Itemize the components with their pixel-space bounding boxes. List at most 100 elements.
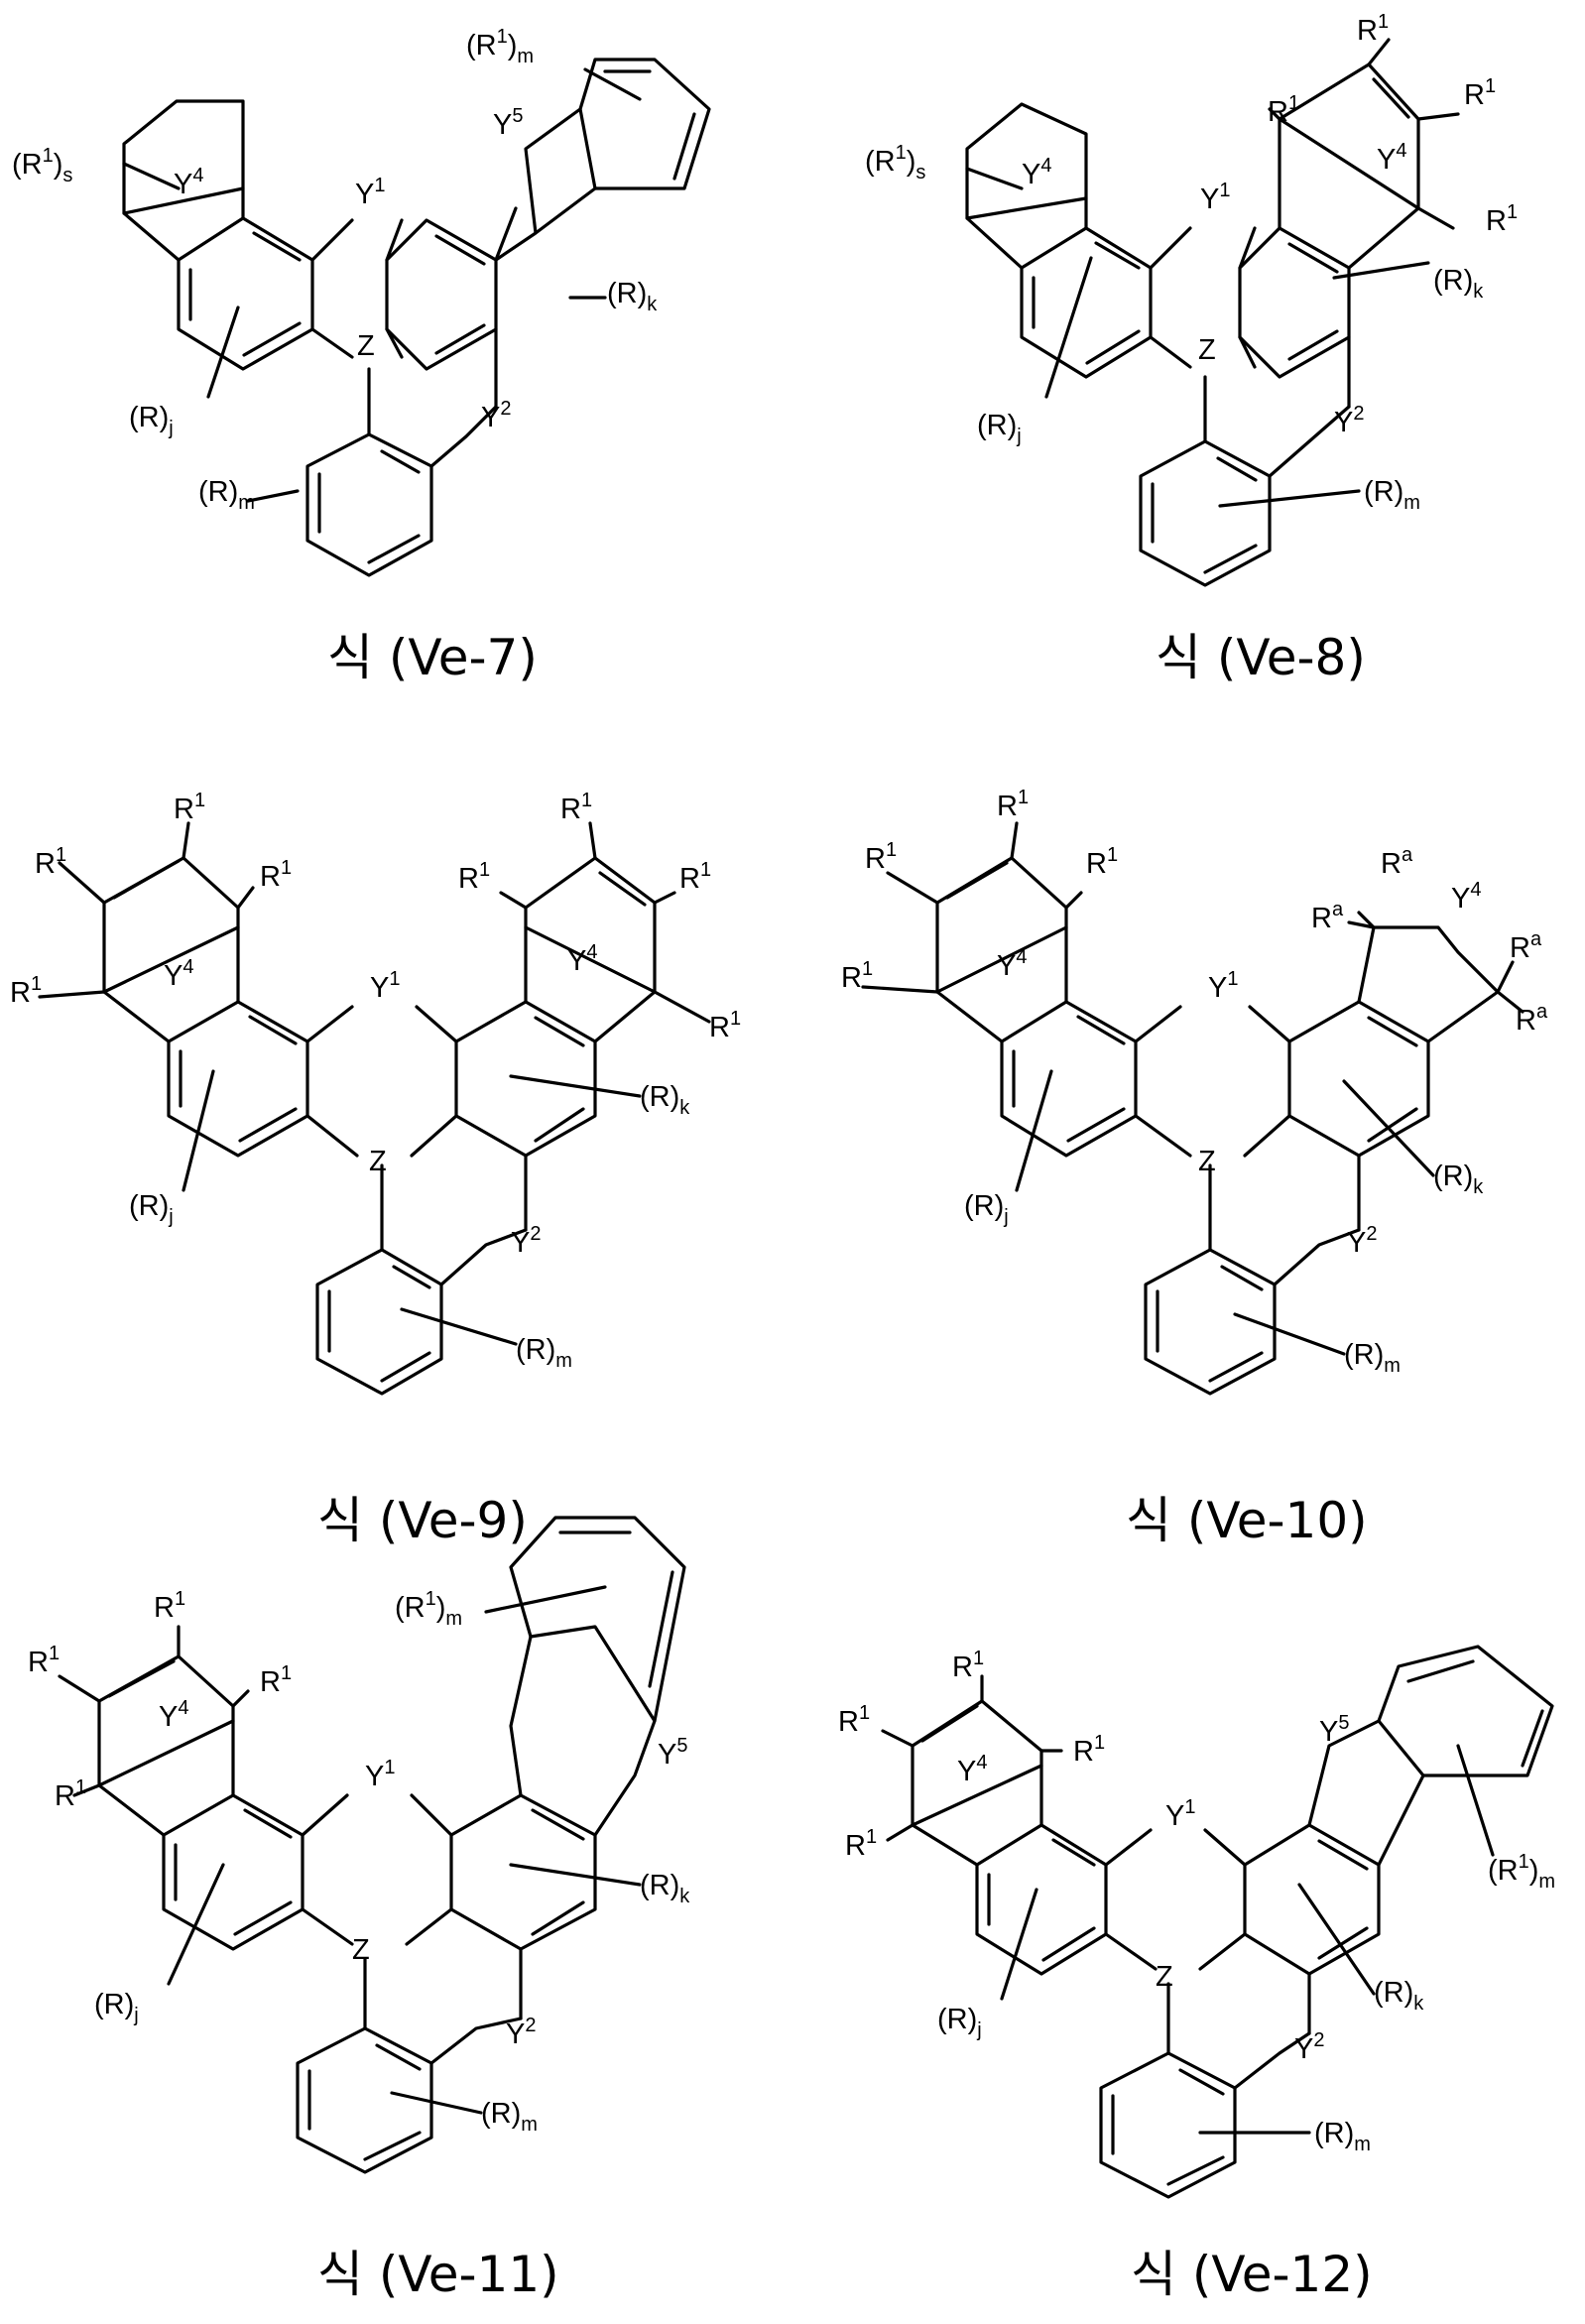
ve9-bonds xyxy=(40,823,709,1394)
ve10-z-label: Z xyxy=(1198,1146,1216,1177)
ve9-r1-e-label: R1 xyxy=(560,790,592,825)
ve11-labels: R1 R1 R1 Y4 R1 Y1 (R1)m Y5 (R)k Z Y2 (R)… xyxy=(28,1588,690,2136)
ve9-r1-a-label: R1 xyxy=(174,790,205,825)
ve7-y2-label: Y2 xyxy=(481,398,511,433)
ve8-r1-right-label: R1 xyxy=(1464,75,1496,111)
ve9-r1-h-label: R1 xyxy=(709,1008,741,1043)
ve12-y5-label: Y5 xyxy=(1319,1712,1349,1748)
structure-ve9: R1 R1 R1 Y4 R1 Y1 R1 R1 R1 Y4 R1 (R)k Z … xyxy=(10,790,741,1549)
ve8-z-label: Z xyxy=(1198,334,1216,366)
ve10-rj-label: (R)j xyxy=(964,1190,1009,1228)
ve10-rk-label: (R)k xyxy=(1433,1161,1484,1198)
ve12-r1-c-label: R1 xyxy=(1073,1732,1105,1768)
ve12-y1-label: Y1 xyxy=(1165,1796,1195,1832)
ve8-y1-label: Y1 xyxy=(1200,180,1230,215)
ve7-y5-label: Y5 xyxy=(493,105,523,141)
ve10-ra-b-label: Ra xyxy=(1311,899,1344,934)
ve8-y4b-label: Y4 xyxy=(1377,140,1406,176)
ve9-rj-label: (R)j xyxy=(129,1190,174,1228)
ve8-rj-label: (R)j xyxy=(977,410,1022,447)
ve11-r1m-label: (R1)m xyxy=(395,1588,462,1630)
ve11-r1-d-label: R1 xyxy=(55,1776,86,1812)
ve7-labels: (R1)s Y4 Y1 Y5 (R1)m (R)k Z (R)j Y2 (R)m xyxy=(12,26,658,514)
ve11-z-label: Z xyxy=(352,1934,370,1966)
ve8-r1s-label: (R1)s xyxy=(865,142,925,183)
ve12-r1-d-label: R1 xyxy=(845,1826,877,1862)
ve8-labels: (R1)s Y4 Y1 R1 R1 R1 Y4 R1 (R)k Z Y2 (R)… xyxy=(865,11,1518,514)
ve7-z-label: Z xyxy=(357,330,375,362)
ve9-caption: 식 (Ve-9) xyxy=(317,1492,528,1549)
ve9-r1-c-label: R1 xyxy=(260,857,292,893)
ve7-y1-label: Y1 xyxy=(355,175,385,210)
ve11-y1-label: Y1 xyxy=(365,1757,395,1792)
ve8-y4a-label: Y4 xyxy=(1022,155,1051,190)
ve12-rk-label: (R)k xyxy=(1374,1977,1424,2015)
ve9-z-label: Z xyxy=(369,1146,387,1177)
ve9-labels: R1 R1 R1 Y4 R1 Y1 R1 R1 R1 Y4 R1 (R)k Z … xyxy=(10,790,741,1372)
ve12-r1-a-label: R1 xyxy=(952,1648,984,1683)
ve9-r1-d-label: R1 xyxy=(10,973,42,1009)
ve9-y2-label: Y2 xyxy=(511,1223,541,1259)
ve10-y1-label: Y1 xyxy=(1208,968,1238,1004)
ve11-y2-label: Y2 xyxy=(506,2015,536,2050)
ve10-r1-b-label: R1 xyxy=(865,839,897,875)
ve7-rk-label: (R)k xyxy=(607,278,658,315)
ve7-r1m-label: (R1)m xyxy=(466,26,534,67)
ve10-labels: R1 R1 R1 Y4 R1 Y1 Ra Ra Y4 Ra Ra Z (R)k … xyxy=(841,787,1548,1377)
ve9-r1-f-label: R1 xyxy=(458,859,490,895)
ve7-caption: 식 (Ve-7) xyxy=(327,629,538,686)
structure-ve12: R1 R1 R1 Y4 R1 Y1 Y5 (R1)m (R)k Z Y2 (R)… xyxy=(838,1647,1555,2303)
ve7-y4-label: Y4 xyxy=(174,165,203,200)
ve12-caption: 식 (Ve-12) xyxy=(1131,2246,1373,2303)
structure-ve8: (R1)s Y4 Y1 R1 R1 R1 Y4 R1 (R)k Z Y2 (R)… xyxy=(865,11,1518,686)
ve8-rk-label: (R)k xyxy=(1433,265,1484,303)
ve12-r1m-label: (R1)m xyxy=(1488,1851,1555,1893)
ve12-z-label: Z xyxy=(1156,1961,1173,1993)
ve8-y2-label: Y2 xyxy=(1334,403,1364,438)
ve9-y4b-label: Y4 xyxy=(567,941,597,977)
ve7-r1s-label: (R1)s xyxy=(12,145,72,186)
ve12-y4-label: Y4 xyxy=(957,1752,987,1787)
ve12-rm-label: (R)m xyxy=(1314,2118,1371,2155)
structure-ve11: R1 R1 R1 Y4 R1 Y1 (R1)m Y5 (R)k Z Y2 (R)… xyxy=(28,1518,690,2303)
ve7-rm-label: (R)m xyxy=(198,476,255,514)
ve9-r1-b-label: R1 xyxy=(35,844,66,880)
ve11-y4-label: Y4 xyxy=(159,1697,188,1733)
ve9-rm-label: (R)m xyxy=(516,1334,572,1372)
ve12-bonds xyxy=(883,1647,1552,2197)
ve7-rj-label: (R)j xyxy=(129,402,174,439)
ve11-caption: 식 (Ve-11) xyxy=(317,2246,559,2303)
ve12-y2-label: Y2 xyxy=(1294,2029,1324,2065)
ve12-rj-label: (R)j xyxy=(937,2004,982,2041)
ve11-r1-c-label: R1 xyxy=(260,1662,292,1698)
ve11-r1-b-label: R1 xyxy=(28,1643,60,1678)
ve11-rk-label: (R)k xyxy=(640,1870,690,1907)
ve10-rm-label: (R)m xyxy=(1344,1339,1401,1377)
ve10-ra-d-label: Ra xyxy=(1516,1001,1548,1037)
ve8-r1-top-label: R1 xyxy=(1357,11,1389,47)
ve10-y4a-label: Y4 xyxy=(997,946,1027,982)
ve10-r1-c-label: R1 xyxy=(1086,844,1118,880)
ve10-caption: 식 (Ve-10) xyxy=(1126,1492,1368,1549)
structure-ve7: (R1)s Y4 Y1 Y5 (R1)m (R)k Z (R)j Y2 (R)m… xyxy=(12,26,709,686)
ve9-r1-g-label: R1 xyxy=(679,859,711,895)
ve10-y4b-label: Y4 xyxy=(1451,879,1481,915)
ve9-y4a-label: Y4 xyxy=(164,956,193,992)
ve11-r1-a-label: R1 xyxy=(154,1588,185,1624)
ve12-r1-b-label: R1 xyxy=(838,1702,870,1738)
ve11-y5-label: Y5 xyxy=(658,1735,687,1771)
ve10-bonds xyxy=(863,823,1523,1394)
ve8-r1-lower-label: R1 xyxy=(1486,201,1518,237)
ve8-caption: 식 (Ve-8) xyxy=(1156,629,1366,686)
ve8-r1-left-label: R1 xyxy=(1268,92,1299,128)
ve10-ra-a-label: Ra xyxy=(1381,844,1413,880)
ve10-r1-a-label: R1 xyxy=(997,787,1029,822)
ve10-y2-label: Y2 xyxy=(1347,1223,1377,1259)
structure-ve10: R1 R1 R1 Y4 R1 Y1 Ra Ra Y4 Ra Ra Z (R)k … xyxy=(841,787,1548,1549)
ve9-y1-label: Y1 xyxy=(370,968,400,1004)
ve10-ra-c-label: Ra xyxy=(1510,928,1542,964)
ve9-rk-label: (R)k xyxy=(640,1081,690,1119)
ve8-rm-label: (R)m xyxy=(1364,476,1420,514)
ve11-rm-label: (R)m xyxy=(481,2098,538,2136)
